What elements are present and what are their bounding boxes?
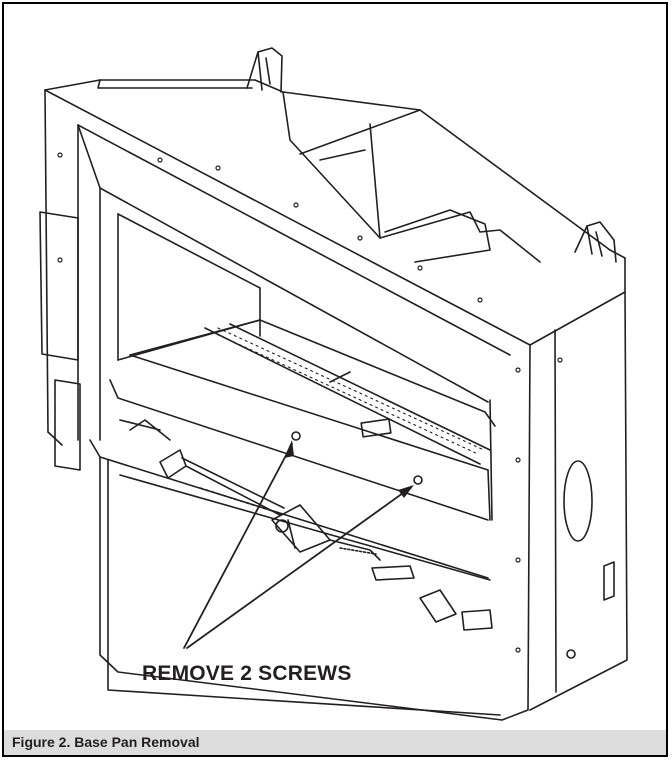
arrowheads bbox=[284, 440, 414, 498]
gas-valve-assembly bbox=[119, 419, 493, 631]
front-face bbox=[44, 79, 531, 721]
remove-screws-callout: REMOVE 2 SCREWS bbox=[142, 662, 352, 685]
right-side-wall bbox=[529, 257, 628, 711]
valve-compartment bbox=[89, 379, 503, 721]
screw-1 bbox=[291, 431, 301, 441]
lifting-bracket-left bbox=[246, 47, 283, 93]
callout-arrows bbox=[183, 443, 411, 649]
access-slot bbox=[603, 561, 615, 601]
burner-label bbox=[360, 418, 392, 438]
knockout-hole bbox=[566, 649, 576, 659]
burner-ports bbox=[211, 327, 485, 455]
control-module bbox=[371, 565, 415, 581]
face-screws bbox=[57, 152, 563, 653]
figure-caption: Figure 2. Base Pan Removal bbox=[12, 734, 200, 750]
caption-bar bbox=[4, 730, 666, 755]
lifting-bracket-right bbox=[574, 221, 617, 263]
left-flange bbox=[39, 211, 81, 471]
screw-2 bbox=[413, 475, 423, 485]
top-housing bbox=[97, 79, 626, 263]
base-pan bbox=[129, 319, 496, 521]
vent-hole bbox=[563, 460, 593, 542]
